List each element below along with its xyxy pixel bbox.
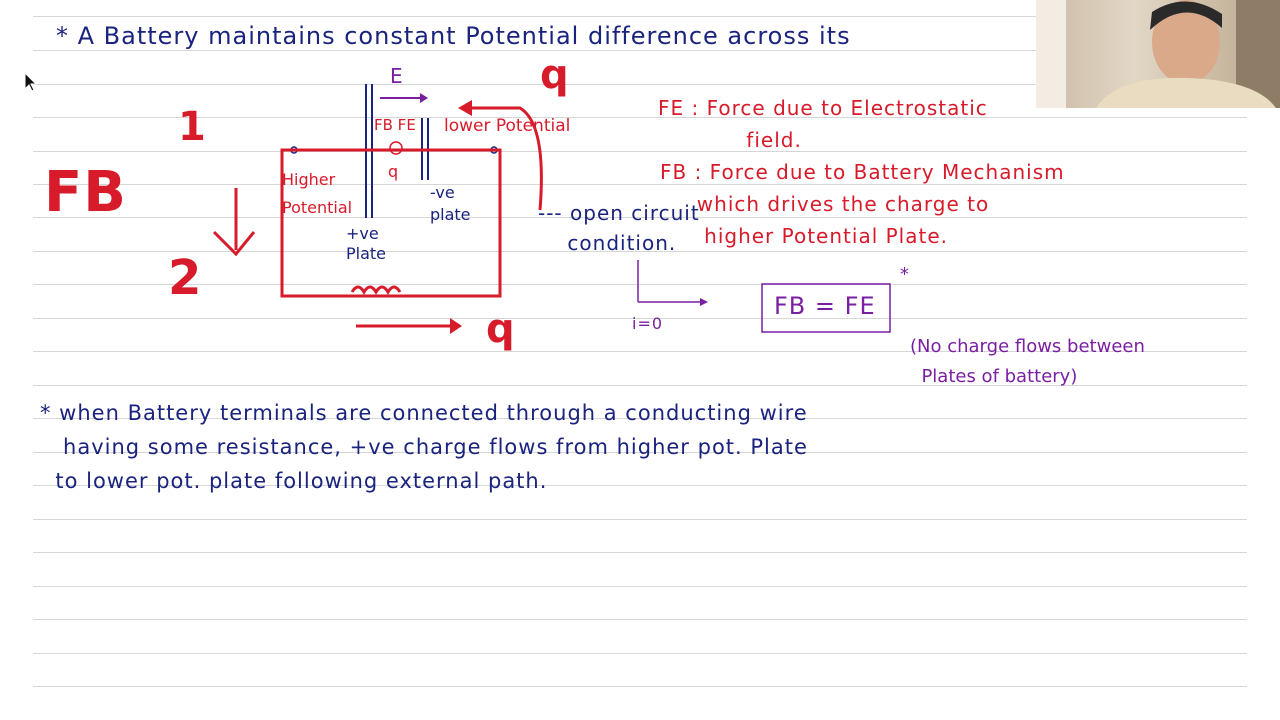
ruled-line — [33, 519, 1247, 520]
ruled-line — [33, 117, 1247, 118]
ruled-line — [33, 217, 1247, 218]
ruled-line — [33, 686, 1247, 687]
no-charge-note: (No charge flows between Plates of batte… — [910, 336, 1145, 387]
ruled-line — [33, 552, 1247, 553]
ruled-line — [33, 586, 1247, 587]
higher-potential-label: Higher Potential — [282, 170, 353, 217]
efield-arrowhead — [420, 93, 428, 103]
ruled-line — [33, 653, 1247, 654]
current-zero-label: i=0 — [632, 314, 664, 333]
charge-path-arrowhead — [458, 100, 472, 116]
fb-big-label: FB — [44, 160, 127, 225]
resistor-coil — [350, 285, 402, 295]
mouse-cursor-icon — [24, 72, 38, 92]
ruled-line — [33, 84, 1247, 85]
charge-q-small: q — [388, 162, 400, 181]
presenter-video-icon — [1036, 0, 1280, 108]
fb-equals-fe: FB = FE — [774, 292, 876, 320]
fe-definition: FE : Force due to Electrostatic field. — [658, 96, 988, 152]
positive-plate-label: +ve Plate — [346, 224, 387, 263]
battery-statement: * A Battery maintains constant Potential… — [56, 22, 851, 50]
ruled-line — [33, 284, 1247, 285]
ruled-line — [33, 16, 1247, 17]
ruled-line — [33, 418, 1247, 419]
ruled-line — [33, 351, 1247, 352]
ruled-line — [33, 385, 1247, 386]
number-two: 2 — [168, 250, 203, 306]
webcam-overlay — [1036, 0, 1280, 108]
efield-label: E — [390, 64, 404, 88]
ruled-line — [33, 619, 1247, 620]
ruled-line — [33, 485, 1247, 486]
open-circuit-label: --- open circuit condition. — [538, 201, 700, 255]
down-arrowhead — [212, 230, 256, 257]
ruled-line — [33, 184, 1247, 185]
battery-connection-paragraph: * when Battery terminals are connected t… — [40, 401, 808, 493]
charge-path-arrow — [470, 106, 543, 211]
ruled-line — [33, 50, 1247, 51]
charge-q-bottom: q — [486, 306, 516, 352]
ruled-line — [33, 318, 1247, 319]
charge-q-top: q — [540, 52, 570, 98]
negative-plate-label: -ve plate — [430, 183, 471, 224]
lower-potential-label: lower Potential — [444, 116, 571, 136]
fb-fe-labels: FB FE — [374, 116, 416, 134]
ruled-line — [33, 251, 1247, 252]
ruled-line — [33, 151, 1247, 152]
charge-plus-circle — [389, 141, 403, 155]
circuit-rect — [280, 148, 502, 298]
axis-arrowhead — [700, 298, 708, 306]
fb-definition: FB : Force due to Battery Mechanism whic… — [660, 160, 1065, 248]
bottom-arrowhead — [450, 318, 462, 334]
equation-box — [761, 283, 891, 333]
number-one: 1 — [178, 104, 207, 150]
ruled-line — [33, 452, 1247, 453]
star-mark: * — [900, 264, 910, 285]
